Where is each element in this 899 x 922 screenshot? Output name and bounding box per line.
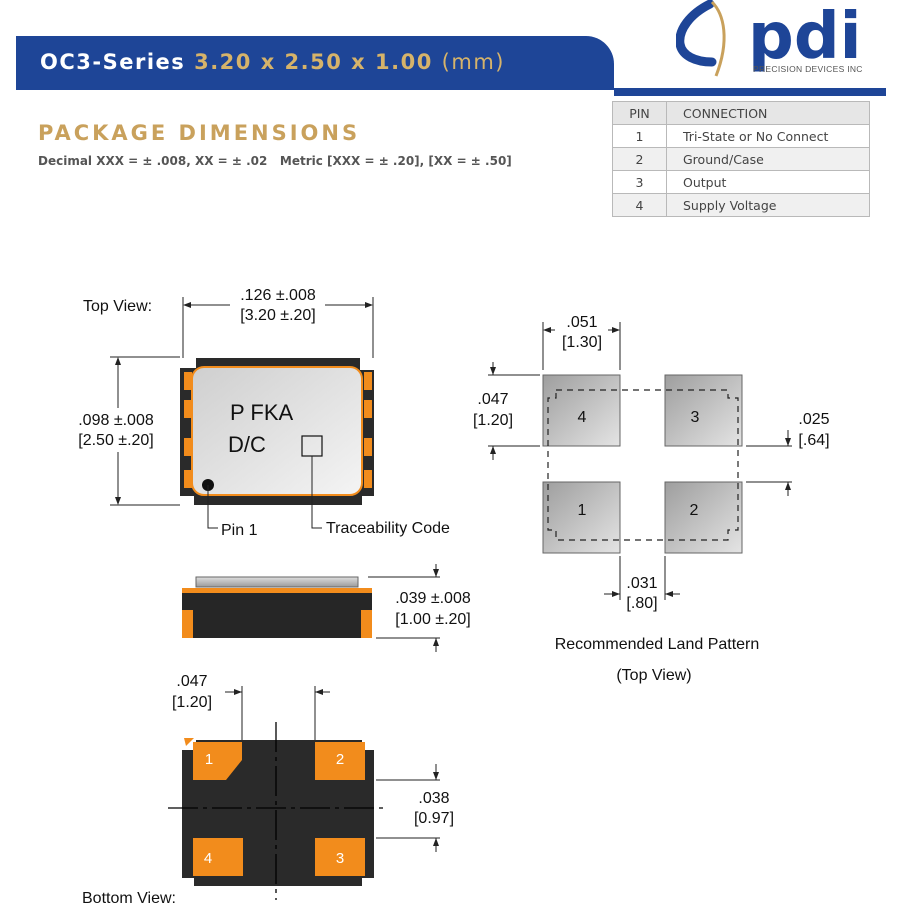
connection-cell: Ground/Case	[666, 147, 870, 171]
side-seal-ring	[182, 588, 372, 593]
land-width-dim-metric: [1.30]	[562, 334, 602, 351]
series-dimensions: 3.20 x 2.50 x 1.00	[194, 50, 433, 74]
bottom-pad-height-dimension-lines	[376, 764, 440, 852]
land-pattern: .051 [1.30] .047 [1.20] 4 3 1 2	[473, 314, 830, 684]
land-pad-3	[664, 374, 743, 447]
land-gap-v-dim: .025	[798, 411, 829, 428]
side-pad-right	[361, 610, 372, 638]
side-lid	[195, 576, 359, 588]
logo-subtitle: PRECISION DEVICES INC	[753, 64, 863, 74]
bottom-pad-width-dim-metric: [1.20]	[172, 694, 212, 711]
top-height-dimension-lines	[110, 356, 180, 506]
land-height-dim: .047	[477, 391, 508, 408]
top-width-dimension-lines	[182, 297, 374, 358]
bottom-pad-2	[315, 742, 365, 780]
top-leader-lines	[207, 456, 322, 529]
top-marking-line2: D/C	[228, 432, 266, 457]
pin-cell: 4	[612, 193, 667, 217]
land-pad-4	[542, 374, 621, 447]
top-height-dim: .098 ±.008	[78, 412, 154, 429]
tolerance-note: Decimal XXX = ± .008, XX = ± .02 Metric …	[38, 154, 512, 168]
header-banner	[16, 36, 614, 90]
header-connection: CONNECTION	[666, 101, 870, 125]
table-header-row: PIN CONNECTION	[612, 101, 870, 125]
land-gap-v-dim-metric: [.64]	[798, 432, 829, 449]
side-height-dim-metric: [1.00 ±.20]	[395, 611, 471, 628]
traceability-label: Traceability Code	[326, 520, 450, 537]
side-body	[182, 593, 372, 638]
bottom-pad-width-dimension-lines	[225, 686, 330, 740]
bottom-pad-height-dim: .038	[418, 790, 449, 807]
bottom-pad-4-label: 4	[204, 850, 212, 867]
land-height-dim-metric: [1.20]	[473, 412, 513, 429]
top-view: Top View: .126 ±.008 [3.20 ±.20] .098 ±.…	[78, 287, 450, 539]
top-view-label: Top View:	[83, 298, 152, 315]
pdi-logo-icon	[676, 0, 726, 77]
bottom-pad-height-dim-metric: [0.97]	[414, 810, 454, 827]
side-height-arrows	[433, 569, 439, 646]
land-height-dimension-lines	[488, 362, 540, 460]
land-pad-2	[664, 481, 743, 554]
pin1-label: Pin 1	[221, 522, 258, 539]
land-width-dim: .051	[566, 314, 597, 331]
bottom-pad-1	[193, 742, 242, 780]
land-pad-2-label: 2	[690, 502, 699, 519]
land-pad-1-label: 1	[578, 502, 587, 519]
bottom-pad-height-arrows	[433, 772, 439, 846]
bottom-center-lines	[168, 722, 388, 900]
header-rule	[614, 88, 886, 96]
side-view: .039 ±.008 [1.00 ±.20]	[182, 564, 471, 652]
bottom-view: .047 [1.20] 1 2 4 3 .038 [0.97]	[82, 673, 454, 907]
series-unit: (mm)	[441, 50, 505, 74]
series-title: OC3-Series 3.20 x 2.50 x 1.00 (mm)	[40, 50, 505, 74]
land-width-arrows	[543, 327, 620, 333]
side-height-dim: .039 ±.008	[395, 590, 471, 607]
bottom-pad-width-arrows	[234, 689, 323, 695]
top-metal-lid	[191, 366, 363, 496]
top-marking-line1: P FKA	[230, 400, 294, 425]
pin-cell: 1	[612, 124, 667, 148]
land-pad-3-label: 3	[691, 409, 700, 426]
package-dimensions-title: PACKAGE DIMENSIONS	[38, 121, 361, 145]
bottom-pad-width-dim: .047	[176, 673, 207, 690]
connection-cell: Output	[666, 170, 870, 194]
bottom-pad-4	[193, 838, 243, 876]
land-pattern-caption-view: (Top View)	[616, 667, 691, 684]
top-width-dim-metric: [3.20 ±.20]	[240, 307, 316, 324]
bottom-pad-3-label: 3	[336, 850, 344, 867]
land-gap-h-dim-metric: [.80]	[626, 595, 657, 612]
connection-cell: Tri-State or No Connect	[666, 124, 870, 148]
pdi-logo: pdi	[676, 0, 862, 77]
land-pad-1	[542, 481, 621, 554]
connection-cell: Supply Voltage	[666, 193, 870, 217]
pin-cell: 3	[612, 170, 667, 194]
bottom-pad-2-label: 2	[336, 751, 344, 768]
land-pattern-caption: Recommended Land Pattern	[555, 636, 760, 653]
bottom-view-label: Bottom View:	[82, 890, 176, 907]
land-pad-4-label: 4	[578, 409, 587, 426]
top-height-dim-metric: [2.50 ±.20]	[78, 432, 154, 449]
series-name: OC3-Series	[40, 50, 186, 74]
land-height-arrows	[490, 367, 496, 454]
pdi-logo-text: pdi	[748, 0, 862, 74]
land-package-outline	[547, 389, 739, 541]
land-gap-v-dimension-lines	[746, 430, 792, 496]
top-width-dim: .126 ±.008	[240, 287, 316, 304]
bottom-pad-1-label: 1	[205, 751, 213, 768]
bottom-pad-3	[315, 838, 365, 876]
side-pad-left	[182, 610, 193, 638]
land-gap-h-dim: .031	[626, 575, 657, 592]
bottom-corner-castellation	[184, 738, 194, 746]
side-height-dimension-lines	[368, 564, 440, 652]
